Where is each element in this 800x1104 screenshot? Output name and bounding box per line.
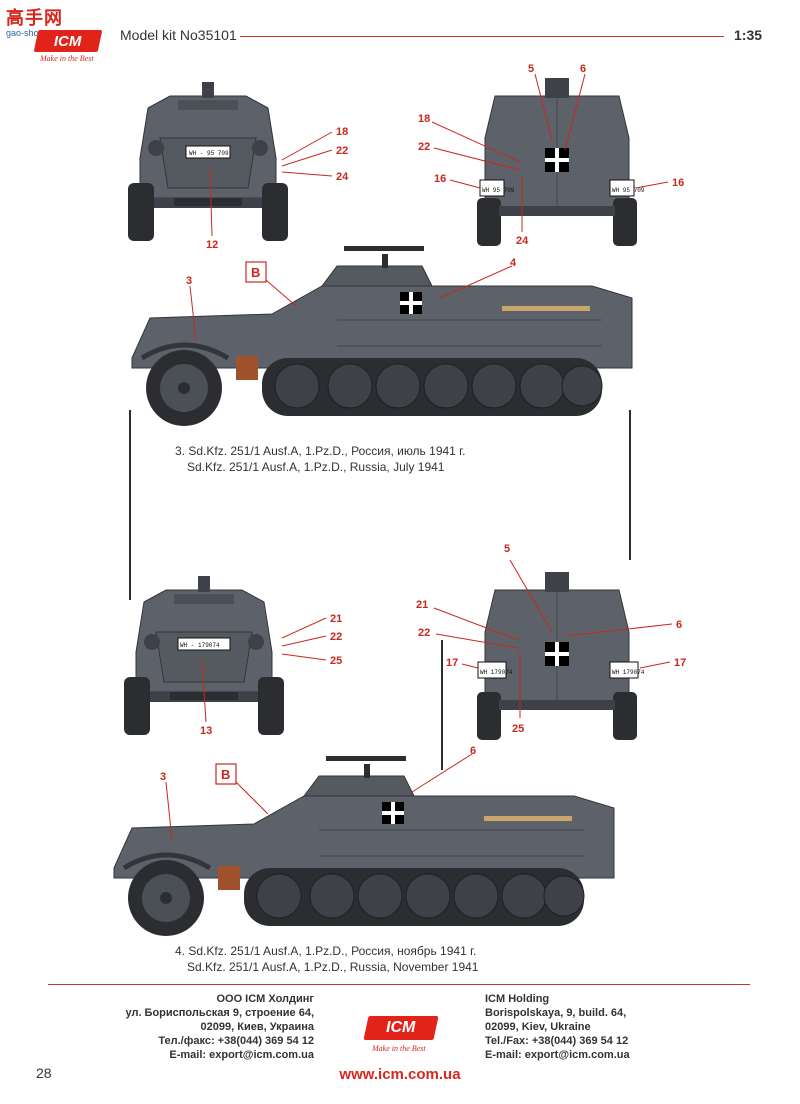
svg-text:3: 3 — [186, 275, 192, 287]
svg-text:22: 22 — [330, 631, 342, 643]
callouts-rear-v4: 5 6 21 22 17 17 25 — [416, 543, 686, 735]
header-rule — [240, 36, 724, 37]
svg-text:WH - 95 709: WH - 95 709 — [189, 150, 229, 157]
svg-text:6: 6 — [470, 745, 476, 757]
callouts-front-v3: 18 22 24 12 — [206, 126, 349, 251]
svg-text:5: 5 — [528, 63, 534, 75]
svg-text:6: 6 — [580, 63, 586, 75]
address-ru-line: 02099, Киев, Украина — [200, 1021, 314, 1033]
svg-text:B: B — [251, 265, 260, 280]
svg-text:17: 17 — [446, 657, 458, 669]
svg-text:16: 16 — [672, 177, 684, 189]
svg-text:3: 3 — [160, 771, 166, 783]
side-view-v3 — [132, 246, 632, 426]
caption-v3-ru: 3. Sd.Kfz. 251/1 Ausf.A, 1.Pz.D., Россия… — [175, 444, 466, 458]
icm-footer-tagline: Make in the Best — [372, 1044, 426, 1053]
plate-front-v4: WH - 179074 — [177, 637, 231, 651]
address-en-line: 02099, Kiev, Ukraine — [485, 1021, 591, 1033]
svg-text:24: 24 — [336, 171, 349, 183]
svg-text:24: 24 — [516, 235, 529, 247]
svg-text:WH 95 709: WH 95 709 — [482, 187, 515, 194]
callouts-front-v4: 21 22 25 13 — [200, 613, 342, 737]
svg-text:21: 21 — [416, 599, 428, 611]
marking-b-v3: B — [245, 261, 297, 307]
page-number: 28 — [36, 1065, 52, 1081]
address-ru-line: Тел./факс: +38(044) 369 54 12 — [158, 1035, 314, 1047]
svg-text:16: 16 — [434, 173, 446, 185]
caption-v4-en: Sd.Kfz. 251/1 Ausf.A, 1.Pz.D., Russia, N… — [187, 960, 479, 974]
svg-text:WH 179074: WH 179074 — [612, 669, 645, 676]
icm-footer-logo-text: ICM — [386, 1019, 416, 1036]
address-ru-email[interactable]: E-mail: export@icm.com.ua — [169, 1049, 314, 1061]
svg-text:WH 95 709: WH 95 709 — [612, 187, 645, 194]
address-en-line: ICM Holding — [485, 993, 550, 1005]
watermark-subtitle: gao-shou.com — [6, 28, 64, 38]
svg-text:WH - 179074: WH - 179074 — [180, 642, 220, 649]
svg-text:12: 12 — [206, 239, 218, 251]
callouts-side-v4: 3 6 — [160, 745, 476, 841]
address-english: ICM Holding Borispolskaya, 9, build. 64,… — [485, 992, 630, 1062]
icm-logo-tagline: Make in the Best — [40, 54, 94, 63]
footer-rule — [48, 984, 750, 985]
svg-text:18: 18 — [336, 126, 348, 138]
svg-text:21: 21 — [330, 613, 342, 625]
svg-text:25: 25 — [330, 655, 342, 667]
side-view-v4 — [114, 756, 614, 936]
caption-v3-en: Sd.Kfz. 251/1 Ausf.A, 1.Pz.D., Russia, J… — [187, 460, 445, 474]
address-russian: ООО ICM Холдинг ул. Бориспольская 9, стр… — [125, 992, 314, 1062]
svg-text:22: 22 — [336, 145, 348, 157]
svg-text:25: 25 — [512, 723, 524, 735]
address-en-line: Tel./Fax: +38(044) 369 54 12 — [485, 1035, 629, 1047]
svg-text:6: 6 — [676, 619, 682, 631]
svg-text:B: B — [221, 767, 230, 782]
address-en-line: Borispolskaya, 9, build. 64, — [485, 1007, 627, 1019]
svg-text:18: 18 — [418, 113, 430, 125]
rear-view-v3 — [476, 77, 638, 247]
svg-text:WH 179074: WH 179074 — [480, 669, 513, 676]
front-view-v4 — [123, 575, 285, 736]
svg-text:17: 17 — [674, 657, 686, 669]
plate-rear-right-v4: WH 179074 — [609, 661, 645, 679]
website-link[interactable]: www.icm.com.ua — [339, 1066, 461, 1083]
model-kit-number: Model kit No35101 — [120, 27, 237, 43]
address-en-email[interactable]: E-mail: export@icm.com.ua — [485, 1049, 630, 1061]
front-view-v3 — [127, 81, 289, 242]
callouts-side-v3: 3 4 — [186, 257, 517, 341]
plate-front-v3: WH - 95 709 — [185, 145, 231, 159]
svg-text:22: 22 — [418, 627, 430, 639]
icm-footer-logo: ICM — [363, 1016, 439, 1040]
address-ru-line: ООО ICM Холдинг — [216, 993, 314, 1005]
plate-rear-right-v3: WH 95 709 — [609, 179, 645, 197]
rear-view-v4 — [476, 571, 638, 741]
svg-text:5: 5 — [504, 543, 510, 555]
watermark-title: 高手网 — [6, 8, 63, 28]
svg-text:4: 4 — [510, 257, 517, 269]
address-ru-line: ул. Бориспольская 9, строение 64, — [125, 1007, 314, 1019]
watermark: 高手网 gao-shou.com — [6, 4, 86, 38]
plate-rear-left-v4: WH 179074 — [477, 661, 513, 679]
svg-text:13: 13 — [200, 725, 212, 737]
scale-label: 1:35 — [734, 27, 763, 43]
caption-v4-ru: 4. Sd.Kfz. 251/1 Ausf.A, 1.Pz.D., Россия… — [175, 944, 477, 958]
marking-b-v4: B — [215, 763, 269, 815]
caption-variant-4: 4. Sd.Kfz. 251/1 Ausf.A, 1.Pz.D., Россия… — [175, 943, 478, 975]
svg-text:22: 22 — [418, 141, 430, 153]
callouts-rear-v3: 5 6 18 22 16 16 24 — [418, 63, 684, 247]
caption-variant-3: 3. Sd.Kfz. 251/1 Ausf.A, 1.Pz.D., Россия… — [175, 443, 465, 475]
